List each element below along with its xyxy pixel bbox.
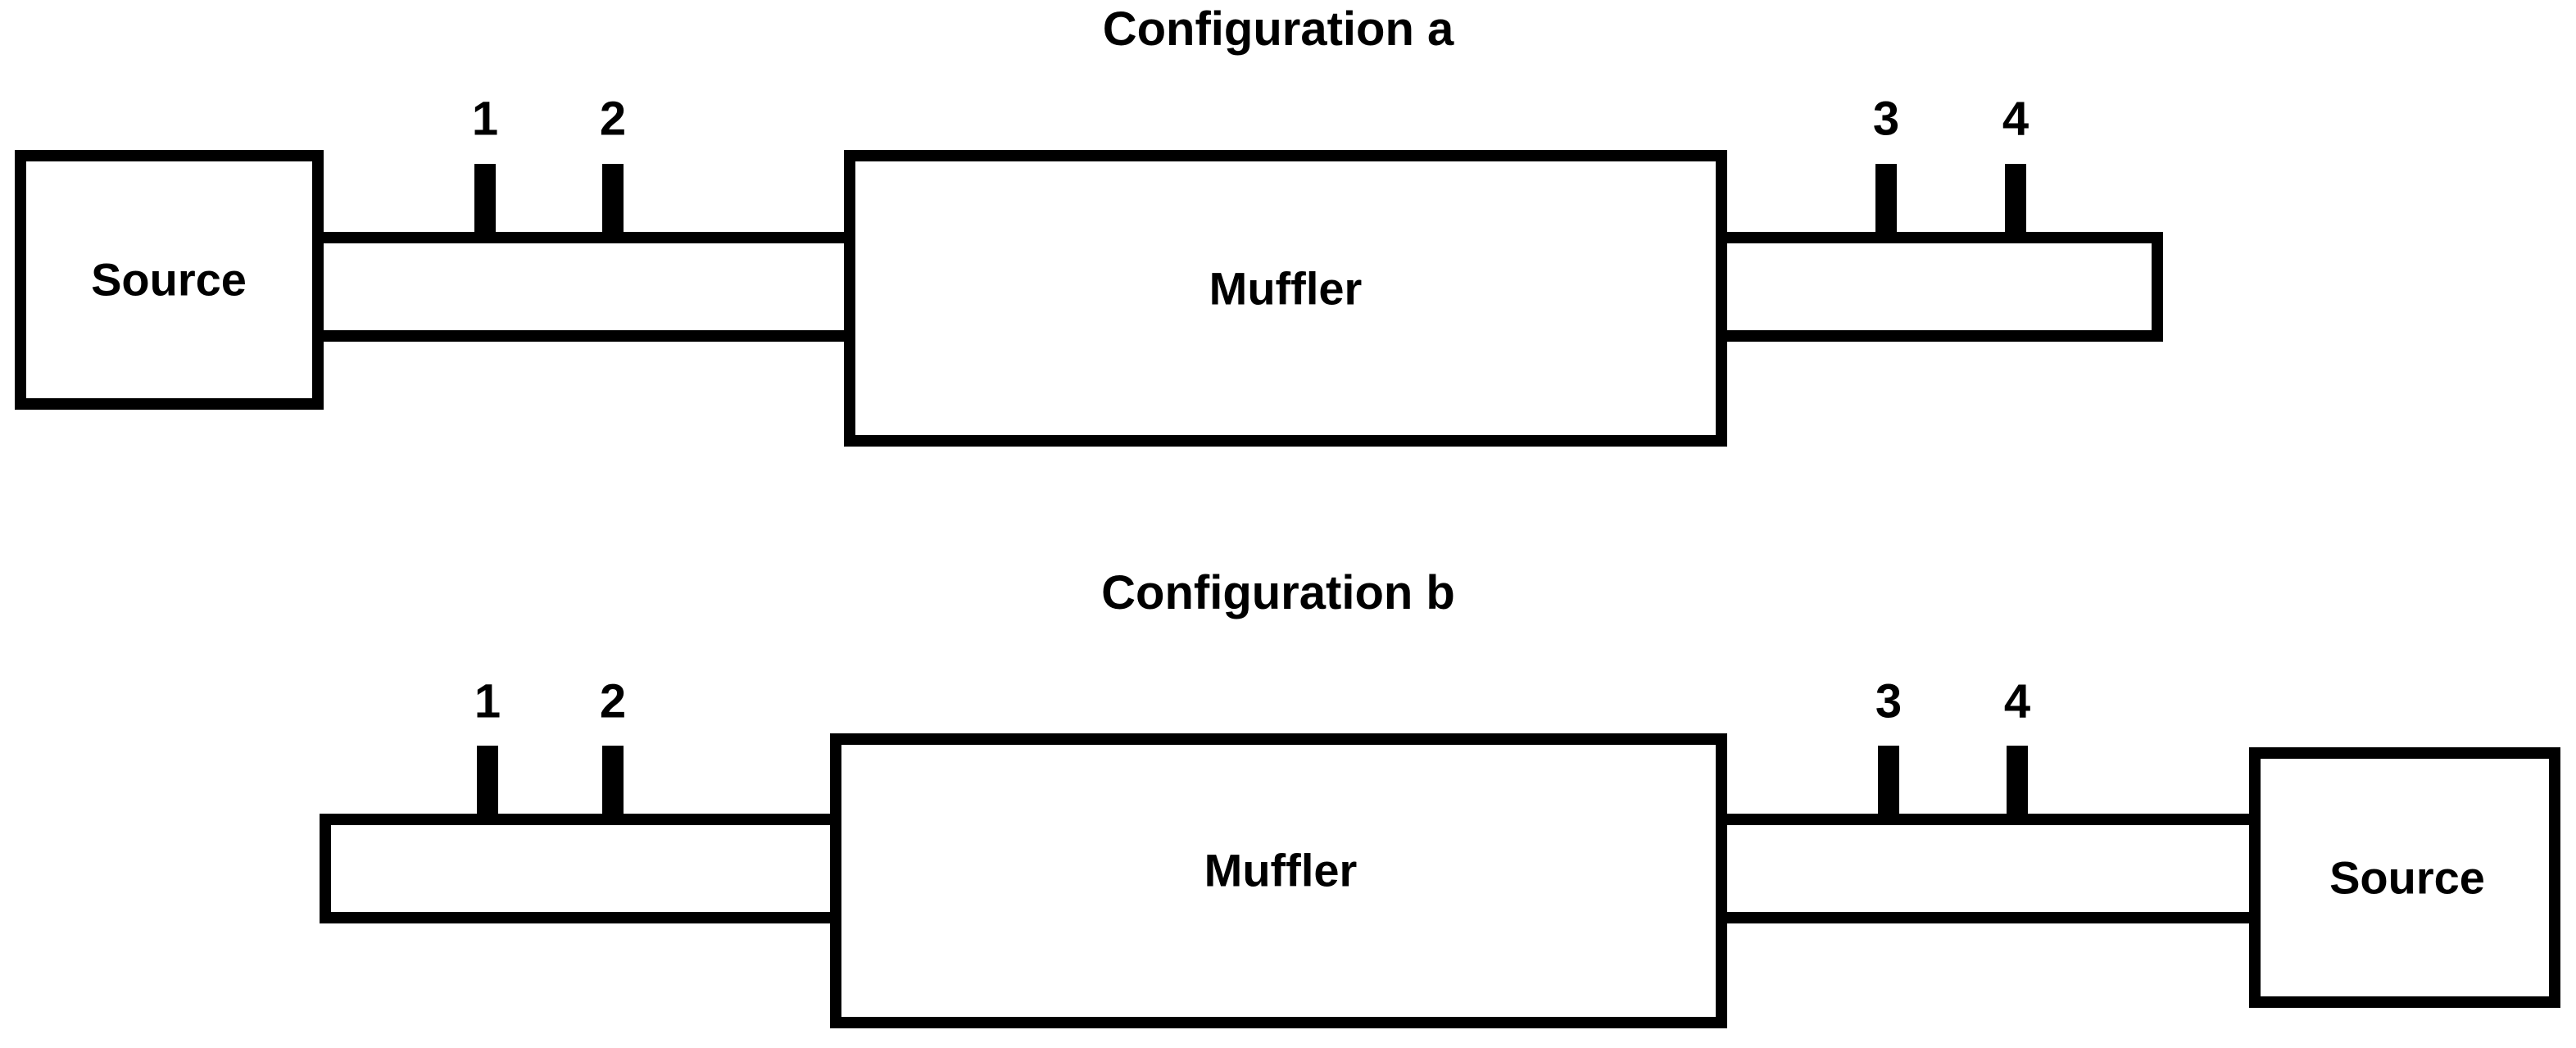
config-b-microphone-stub-4 xyxy=(2007,746,2028,825)
config-a-inlet-duct-top-wall xyxy=(324,232,844,243)
config-b-microphone-stub-3 xyxy=(1878,746,1899,825)
config-a-microphone-stub-4 xyxy=(2005,164,2026,243)
configuration-a-microphone-label-4: 4 xyxy=(2002,92,2030,146)
configuration-b-muffler-label: Muffler xyxy=(1204,844,1358,896)
config-a-source-box xyxy=(15,150,324,410)
config-a-muffler-box xyxy=(844,150,1727,447)
config-a-outlet-duct-top-wall xyxy=(1727,232,2163,243)
configuration-b-title: Configuration b xyxy=(1101,566,1455,619)
config-b-inlet-duct-end-cap xyxy=(320,814,331,923)
config-b-muffler-box xyxy=(830,733,1727,1028)
config-b-microphone-stub-2 xyxy=(602,746,624,825)
configuration-b-microphone-label-3: 3 xyxy=(1875,674,1903,728)
config-a-microphone-stub-1 xyxy=(474,164,496,243)
configuration-a-microphone-label-2: 2 xyxy=(599,92,627,146)
configuration-b-source-label: Source xyxy=(2329,851,2485,904)
config-a-microphone-stub-2 xyxy=(602,164,624,243)
configuration-a-microphone-label-3: 3 xyxy=(1872,92,1900,146)
config-b-inlet-duct-top-wall xyxy=(320,814,830,825)
config-a-outlet-duct-bottom-wall xyxy=(1727,330,2163,342)
config-b-source-box xyxy=(2249,747,2560,1008)
configuration-b-microphone-label-1: 1 xyxy=(474,674,501,728)
configuration-a-title: Configuration a xyxy=(1102,2,1454,56)
config-b-inlet-duct-bottom-wall xyxy=(320,912,830,923)
config-b-outlet-duct-top-wall xyxy=(1727,814,2249,825)
config-a-microphone-stub-3 xyxy=(1875,164,1897,243)
configuration-a-source-label: Source xyxy=(91,253,247,306)
configuration-b-microphone-label-2: 2 xyxy=(599,674,627,728)
config-a-inlet-duct-bottom-wall xyxy=(324,330,844,342)
configuration-a-muffler-label: Muffler xyxy=(1209,262,1363,315)
config-b-microphone-stub-1 xyxy=(477,746,498,825)
config-b-outlet-duct-bottom-wall xyxy=(1727,912,2249,923)
config-a-outlet-duct-end-cap xyxy=(2152,232,2163,342)
configuration-b-microphone-label-4: 4 xyxy=(2003,674,2031,728)
configuration-a-microphone-label-1: 1 xyxy=(471,92,499,146)
